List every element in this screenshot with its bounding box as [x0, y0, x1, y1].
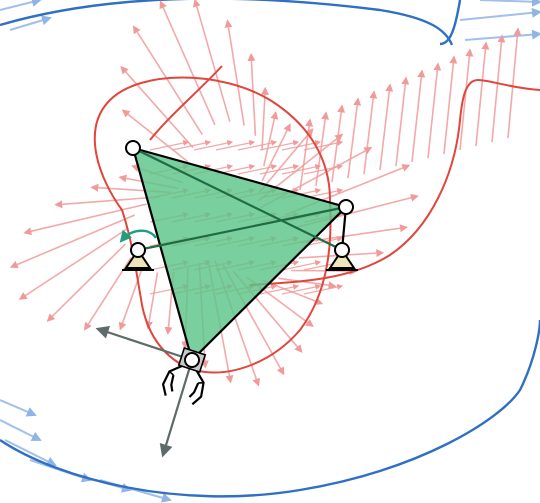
- red-velocity-arrow-37: [258, 128, 314, 193]
- red-velocity-arrow-32: [224, 19, 245, 126]
- red-velocity-arrow-28: [120, 65, 194, 149]
- red-velocity-arrow-52: [491, 34, 506, 143]
- red-velocity-arrow-45: [379, 83, 394, 171]
- blue-velocity-arrow-4: [0, 419, 42, 441]
- ground-pivot-right: [334, 242, 350, 258]
- red-velocity-arrow-34: [260, 86, 269, 151]
- red-velocity-arrow-20: [9, 214, 136, 269]
- link-top-to-right-pivot: [132, 147, 343, 251]
- red-velocity-arrow-41: [315, 111, 330, 187]
- red-velocity-arrow-29: [132, 25, 203, 135]
- red-coupler-curve-outer: [249, 78, 540, 286]
- blue-top-right-curve: [439, 0, 462, 46]
- red-velocity-arrow-97: [281, 164, 322, 175]
- coupler-triangle: [131, 146, 349, 363]
- red-velocity-arrow-36: [261, 123, 291, 182]
- blue-velocity-arrow-0: [0, 0, 42, 11]
- red-velocity-arrow-101: [281, 260, 322, 271]
- gripper-axis-y: [159, 359, 194, 458]
- ground-support-right: [326, 248, 358, 271]
- red-velocity-arrow-103: [303, 140, 344, 151]
- curved-arrow-icon: [119, 229, 158, 243]
- red-velocity-arrow-43: [347, 97, 362, 179]
- blue-velocity-arrow-1: [9, 15, 52, 31]
- red-velocity-arrow-83: [237, 164, 278, 175]
- red-velocity-arrow-44: [363, 90, 378, 175]
- red-velocity-arrow-48: [427, 62, 442, 159]
- red-velocity-arrow-46: [395, 76, 410, 167]
- red-velocity-arrow-16: [118, 267, 144, 331]
- red-velocity-arrow-61: [171, 140, 212, 151]
- link-left-pivot-to-right: [137, 205, 347, 252]
- coupler-joint-top: [125, 140, 141, 156]
- red-velocity-arrow-15: [145, 272, 159, 330]
- red-velocity-arrow-19: [18, 228, 128, 300]
- red-velocity-arrow-21: [23, 203, 147, 236]
- end-effector-joint: [184, 352, 200, 368]
- red-velocity-arrow-47: [411, 69, 426, 163]
- red-velocity-arrow-68: [193, 140, 234, 151]
- red-velocity-arrow-102: [281, 284, 322, 295]
- red-velocity-arrow-89: [259, 140, 300, 151]
- red-velocity-arrow-22: [54, 196, 160, 209]
- red-velocity-arrow-51: [475, 41, 490, 147]
- coupler-joint-right: [338, 199, 354, 215]
- gripper-icon: [161, 347, 207, 406]
- red-velocity-arrow-33: [247, 52, 257, 136]
- red-velocity-arrow-49: [443, 55, 458, 155]
- blue-velocity-arrow-9: [479, 0, 540, 7]
- red-velocity-arrow-40: [299, 118, 314, 191]
- red-velocity-arrow-95: [259, 284, 300, 295]
- red-coupler-curve-inner: [93, 76, 332, 374]
- red-velocity-arrow-50: [459, 48, 474, 151]
- red-velocity-arrow-53: [507, 27, 522, 139]
- red-velocity-arrow-35: [263, 111, 279, 167]
- gripper-axis-x: [95, 326, 193, 362]
- red-velocity-arrow-5: [278, 277, 337, 290]
- red-velocity-arrow-107: [303, 236, 344, 247]
- blue-velocity-arrow-2: [459, 7, 540, 21]
- red-coupler-curve-trace: [149, 65, 223, 141]
- red-velocity-arrow-90: [259, 164, 300, 175]
- red-velocity-arrow-104: [303, 164, 344, 175]
- red-velocity-arrow-75: [215, 140, 256, 151]
- red-velocity-arrow-54: [149, 140, 190, 151]
- red-velocity-arrow-27: [121, 109, 189, 163]
- blue-velocity-arrow-5: [4, 439, 57, 466]
- red-velocity-arrow-82: [237, 140, 278, 151]
- ground-support-left: [122, 248, 154, 271]
- red-velocity-arrow-31: [192, 0, 231, 122]
- red-velocity-arrow-18: [46, 243, 126, 322]
- red-velocity-arrow-30: [159, 0, 216, 126]
- red-velocity-arrow-109: [303, 284, 344, 295]
- blue-velocity-arrow-10: [0, 399, 37, 417]
- ground-pivot-left: [130, 242, 146, 258]
